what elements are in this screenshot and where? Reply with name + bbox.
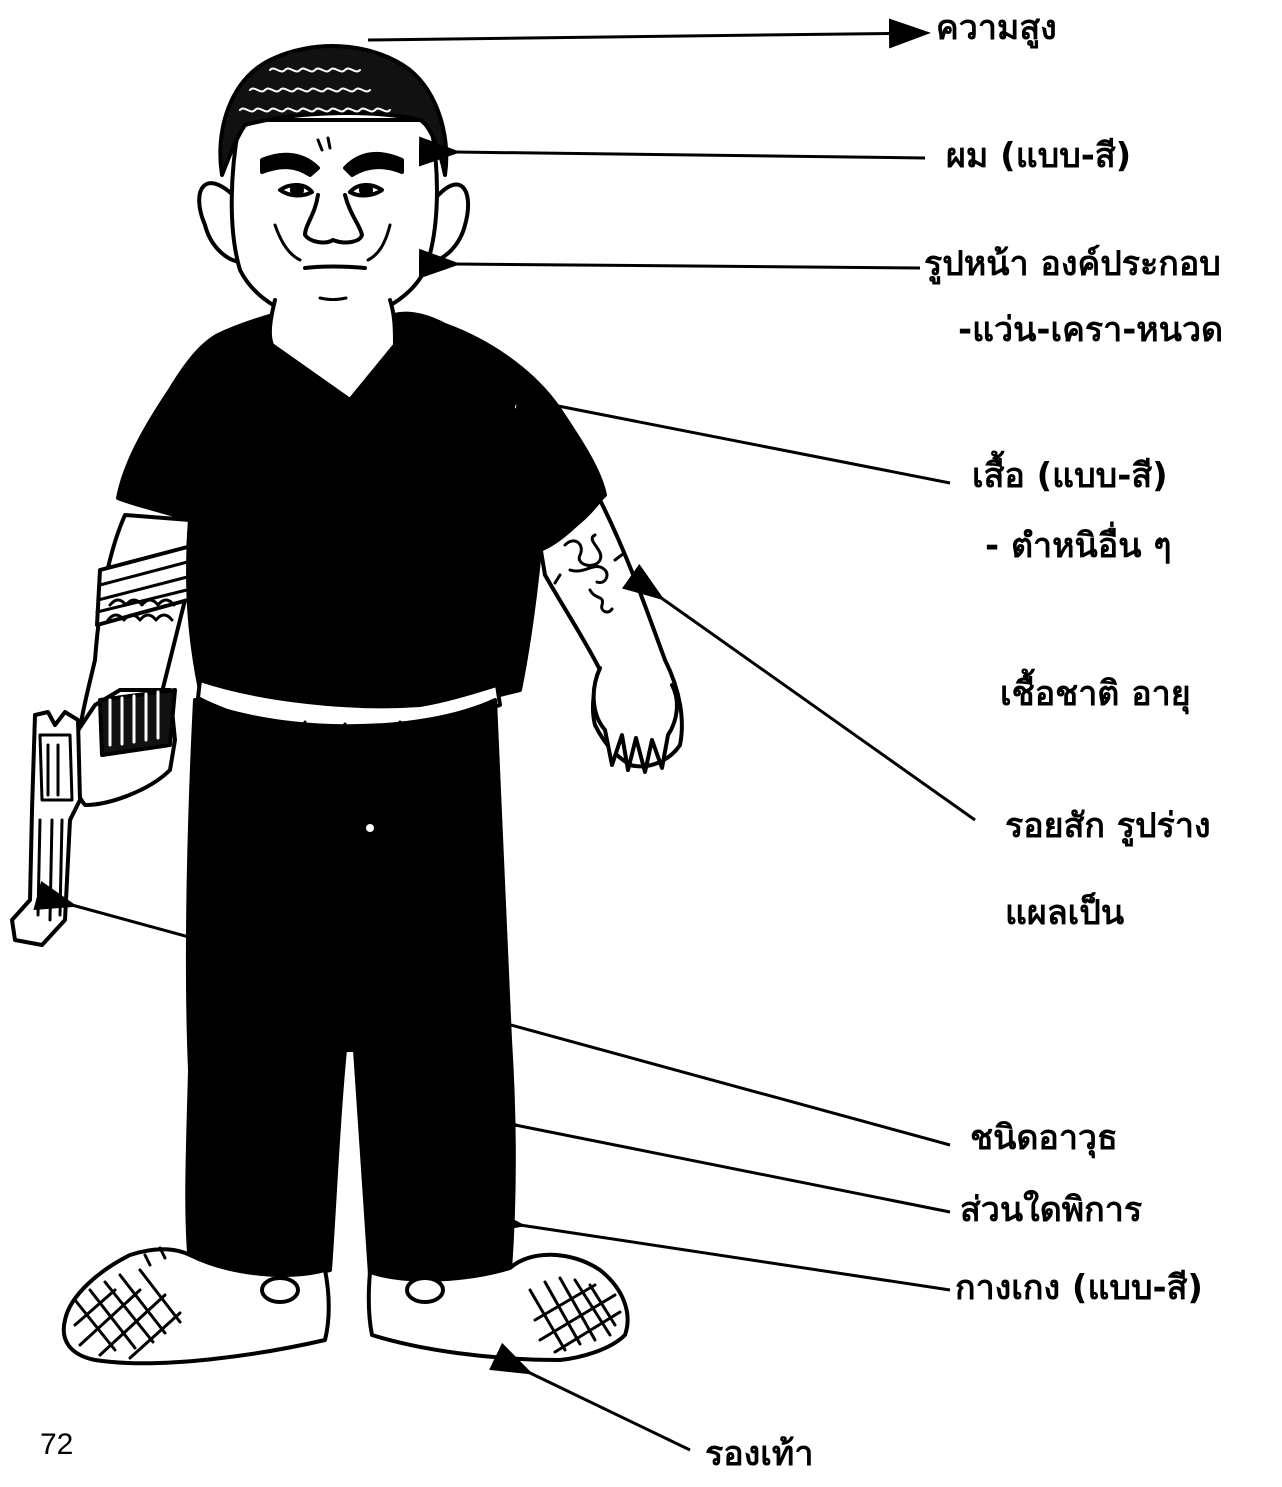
label-height: ความสูง — [936, 10, 1057, 47]
face — [232, 120, 437, 322]
label-ethnicity-age: เชื้อชาติ อายุ — [1000, 676, 1191, 713]
label-face-line2: -แว่น-เครา-หนวด — [958, 312, 1223, 349]
arrow-shirt — [553, 405, 950, 483]
man-figure — [12, 46, 682, 1363]
arrow-face — [455, 264, 920, 268]
page-number: 72 — [40, 1428, 73, 1462]
arrow-height — [368, 33, 925, 40]
arrow-shoes — [528, 1372, 690, 1450]
label-shoes: รองเท้า — [705, 1436, 813, 1473]
label-shirt-line1: เสื้อ (แบบ-สี) — [972, 458, 1168, 495]
label-hair: ผม (แบบ-สี) — [946, 138, 1131, 175]
arrow-disability — [515, 1125, 950, 1212]
gun — [12, 712, 80, 945]
arrow-tattoo — [660, 597, 975, 820]
label-disability: ส่วนใดพิการ — [960, 1192, 1142, 1229]
label-shirt-line2: - ตำหนิอื่น ๆ — [985, 528, 1172, 565]
label-tattoo-line1: รอยสัก รูปร่าง — [1005, 808, 1211, 845]
label-trousers: กางเกง (แบบ-สี) — [955, 1270, 1203, 1307]
label-face-line1: รูปหน้า องค์ประกอบ — [924, 246, 1221, 283]
arrow-hair — [455, 152, 925, 158]
label-tattoo-line2: แผลเป็น — [1005, 895, 1124, 932]
trousers — [187, 700, 513, 1282]
label-weapon: ชนิดอาวุธ — [970, 1120, 1118, 1157]
